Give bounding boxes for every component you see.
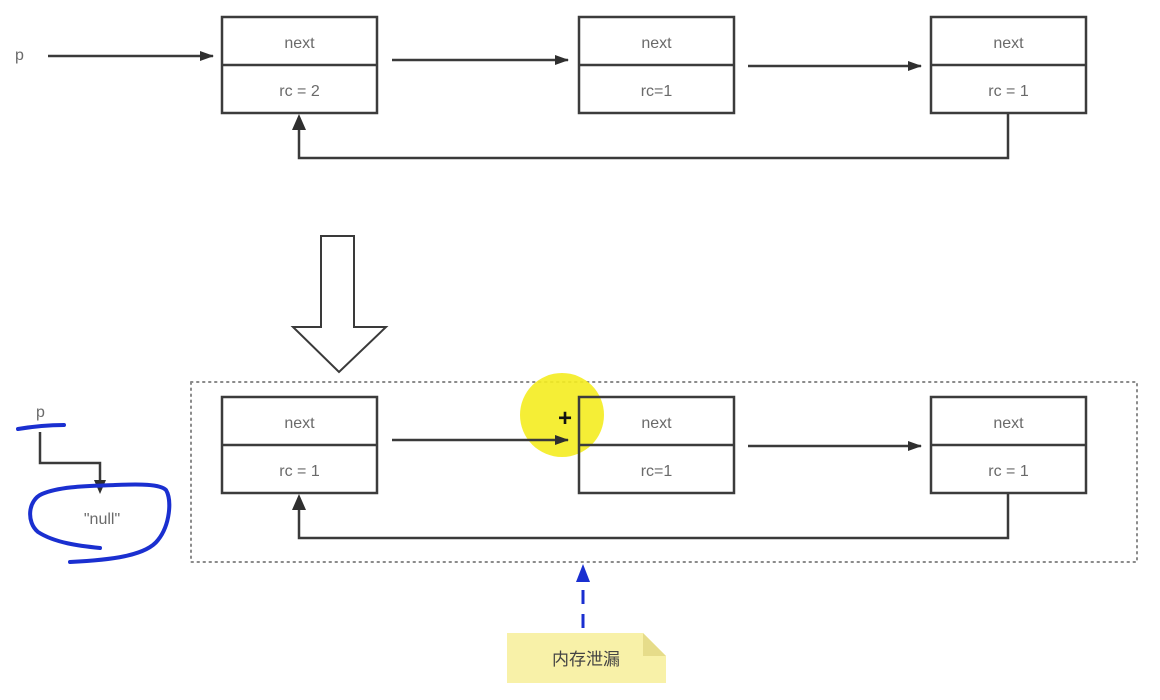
edge-node3-back-to-node1 (297, 494, 1010, 540)
node-2-after: next rc=1 (577, 395, 736, 495)
node-field-next: next (641, 35, 672, 52)
sticky-note-fold (643, 633, 666, 656)
node-field-next: next (284, 415, 315, 432)
before-section: p next rc = 2 next rc=1 next rc = 1 (15, 15, 1088, 160)
null-value-label: "null" (84, 511, 120, 528)
leaked-region-boundary (190, 381, 1138, 563)
node-refcount: rc=1 (641, 463, 673, 480)
after-section: next rc = 1 next rc=1 + next rc = 1 (190, 373, 1138, 563)
node-3-before: next rc = 1 (929, 15, 1088, 115)
node-1-after: next rc = 1 (220, 395, 379, 495)
node-field-next: next (284, 35, 315, 52)
node-field-next: next (993, 415, 1024, 432)
cursor-highlight (520, 373, 604, 457)
pointer-null-group: p "null" (16, 404, 172, 564)
sticky-note (507, 633, 666, 683)
hand-drawn-underline (16, 423, 66, 431)
hand-drawn-circle (28, 482, 172, 564)
node-refcount: rc = 2 (279, 83, 320, 100)
node-1-before: next rc = 2 (220, 15, 379, 115)
node-field-next: next (993, 35, 1024, 52)
back-edge-arrowhead (292, 494, 306, 510)
node-3-after: next rc = 1 (929, 395, 1088, 495)
node-field-next: next (641, 415, 672, 432)
memory-leak-label: 内存泄漏 (552, 650, 620, 669)
node-refcount: rc = 1 (988, 463, 1029, 480)
callout-arrowhead (576, 564, 590, 582)
edge-node3-back-to-node1 (297, 114, 1010, 160)
pointer-p-to-null-edge (38, 432, 102, 482)
transition-down-arrow-icon (290, 235, 389, 374)
node-refcount: rc = 1 (279, 463, 320, 480)
node-refcount: rc = 1 (988, 83, 1029, 100)
pointer-p-label: p (36, 404, 45, 421)
pointer-p-label: p (15, 47, 24, 64)
node-refcount: rc=1 (641, 83, 673, 100)
memory-leak-callout: 内存泄漏 (507, 564, 666, 683)
node-2-before: next rc=1 (577, 15, 736, 115)
back-edge-arrowhead (292, 114, 306, 130)
crosshair-cursor-icon: + (558, 405, 572, 432)
